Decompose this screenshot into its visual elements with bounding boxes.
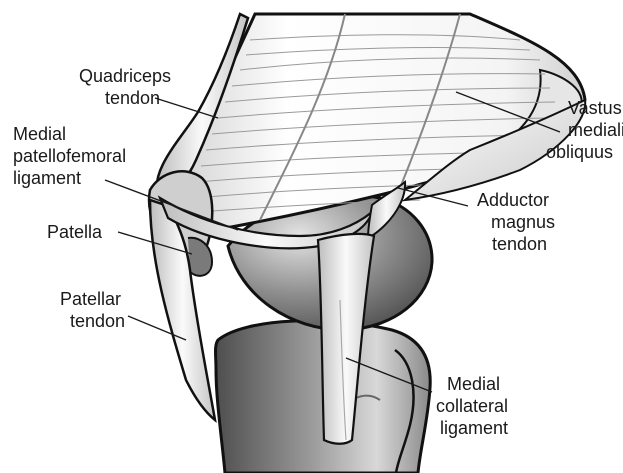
label-quadriceps-tendon: Quadriceps tendon (79, 66, 176, 108)
label-medial-patellofemoral-ligament: Medial patellofemoral ligament (13, 124, 131, 188)
label-medial-collateral-ligament: Medial collateral ligament (436, 374, 513, 438)
label-patellar-tendon: Patellar tendon (60, 289, 126, 331)
label-adductor-magnus-tendon: Adductor magnus tendon (477, 190, 560, 254)
label-patella: Patella (47, 222, 103, 242)
